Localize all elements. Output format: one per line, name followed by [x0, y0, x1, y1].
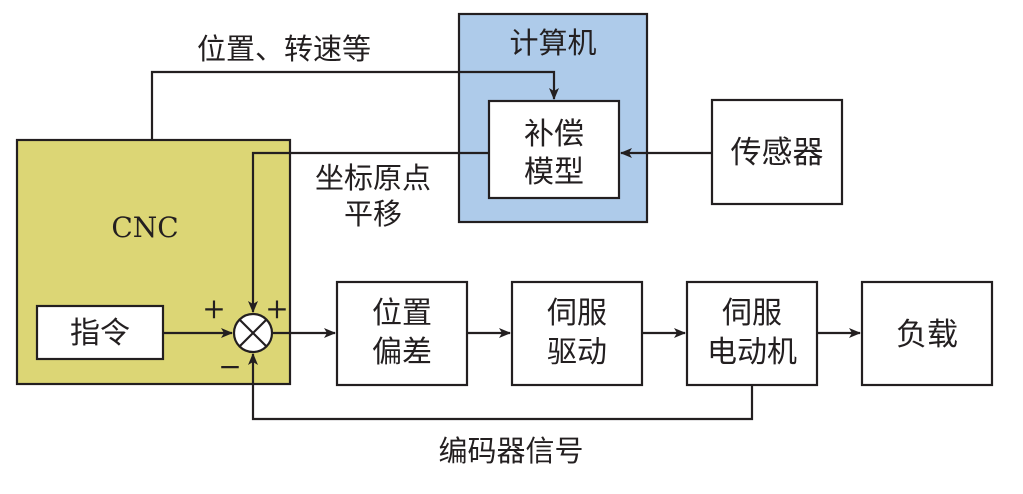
servo-motor-block — [685, 280, 819, 387]
command-block — [35, 304, 165, 361]
arrow-cnc-to-compensation — [150, 70, 559, 140]
position-error-block — [335, 280, 469, 387]
signal-position-speed-label: 位置、转速等 — [197, 32, 371, 66]
servo-drive-label-1: 伺服 — [547, 296, 607, 331]
compensation-model-block — [487, 99, 621, 200]
servo-drive-block — [510, 280, 644, 387]
load-block — [860, 280, 994, 387]
sensor-block — [710, 98, 844, 206]
signal-encoder-label: 编码器信号 — [438, 434, 583, 468]
signal-origin-shift-label-2: 平移 — [344, 197, 402, 231]
compensation-label-2: 模型 — [524, 155, 584, 190]
compensation-label-1: 补偿 — [524, 117, 584, 152]
summing-plus-left: + — [202, 292, 225, 325]
computer-label: 计算机 — [509, 26, 596, 60]
summing-minus: − — [218, 350, 241, 383]
arrow-encoder-feedback — [248, 353, 754, 421]
arrow-compensation-to-junction — [248, 151, 489, 313]
servo-drive-label-2: 驱动 — [547, 335, 607, 370]
servo-motor-label-1: 伺服 — [722, 296, 782, 331]
signal-origin-shift-label-1: 坐标原点 — [315, 161, 431, 195]
summing-plus-right: + — [265, 292, 288, 325]
servo-motor-label-2: 电动机 — [707, 335, 797, 370]
load-label: 负载 — [896, 317, 958, 353]
command-label: 指令 — [70, 316, 130, 351]
position-error-label-1: 位置 — [372, 296, 432, 331]
position-error-label-2: 偏差 — [372, 335, 432, 370]
sensor-label: 传感器 — [731, 135, 824, 171]
cnc-label: CNC — [111, 211, 178, 244]
